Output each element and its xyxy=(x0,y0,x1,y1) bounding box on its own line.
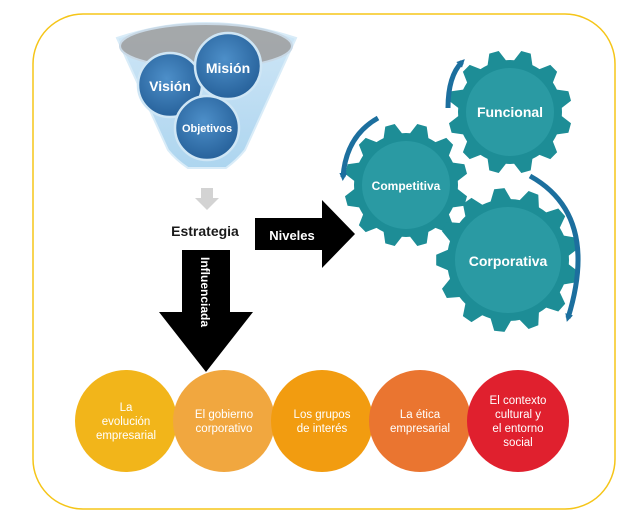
bubble-vision: Visión xyxy=(136,51,204,119)
factor-circle: El contexto cultural y el entorno social xyxy=(467,370,569,472)
factor-circle: El gobierno corporativo xyxy=(173,370,275,472)
bubble-objetivos: Objetivos xyxy=(173,94,241,162)
factor-circle: La evolución empresarial xyxy=(75,370,177,472)
influenciada-arrow: Influenciada xyxy=(159,250,253,372)
factor-label: El contexto xyxy=(490,395,547,407)
factor-label: El gobierno xyxy=(195,409,253,421)
gear-funcional-hub xyxy=(466,68,554,156)
factor-circle-shape xyxy=(369,370,471,472)
factor-circle-shape xyxy=(173,370,275,472)
factor-circle: La ética empresarial xyxy=(369,370,471,472)
arrow-competitiva xyxy=(339,115,380,181)
factor-label: empresarial xyxy=(96,430,156,442)
gear-competitiva-hub xyxy=(362,141,450,229)
bubble-mision: Misión xyxy=(193,31,263,101)
gear-funcional-label: Funcional xyxy=(477,104,543,120)
estrategia-label: Estrategia xyxy=(171,223,239,239)
factor-label: La ética xyxy=(400,409,441,421)
factor-label: corporativo xyxy=(196,423,253,435)
factor-label: de interés xyxy=(297,423,348,435)
niveles-label: Niveles xyxy=(269,228,315,243)
gear-competitiva-label: Competitiva xyxy=(372,179,441,193)
outer-frame xyxy=(32,13,616,510)
factor-label: el entorno xyxy=(492,423,543,435)
vision-label: Visión xyxy=(149,78,191,94)
arrow-funcional xyxy=(445,59,465,109)
gear-corporativa-hub xyxy=(455,207,561,313)
factor-circle: Los grupos de interés xyxy=(271,370,373,472)
factors-row: La evolución empresarial El gobierno corpora… xyxy=(75,370,569,472)
factor-circle-shape xyxy=(271,370,373,472)
niveles-arrow: Niveles xyxy=(255,200,355,268)
funnel-down-arrow xyxy=(195,188,219,210)
objetivos-label: Objetivos xyxy=(182,123,232,135)
gear-corporativa-label: Corporativa xyxy=(469,253,548,269)
factor-label: empresarial xyxy=(390,423,450,435)
factor-label: La xyxy=(120,402,133,414)
factor-circle-shape xyxy=(467,370,569,472)
arrow-corporativa xyxy=(528,173,581,322)
gears-group xyxy=(345,51,579,332)
factor-label: social xyxy=(503,437,532,449)
factor-label: evolución xyxy=(102,416,151,428)
factor-circle-shape xyxy=(75,370,177,472)
factor-label: Los grupos xyxy=(294,409,351,421)
factor-label: cultural y xyxy=(495,409,541,421)
mision-label: Misión xyxy=(206,60,250,76)
influenciada-label: Influenciada xyxy=(198,257,212,327)
